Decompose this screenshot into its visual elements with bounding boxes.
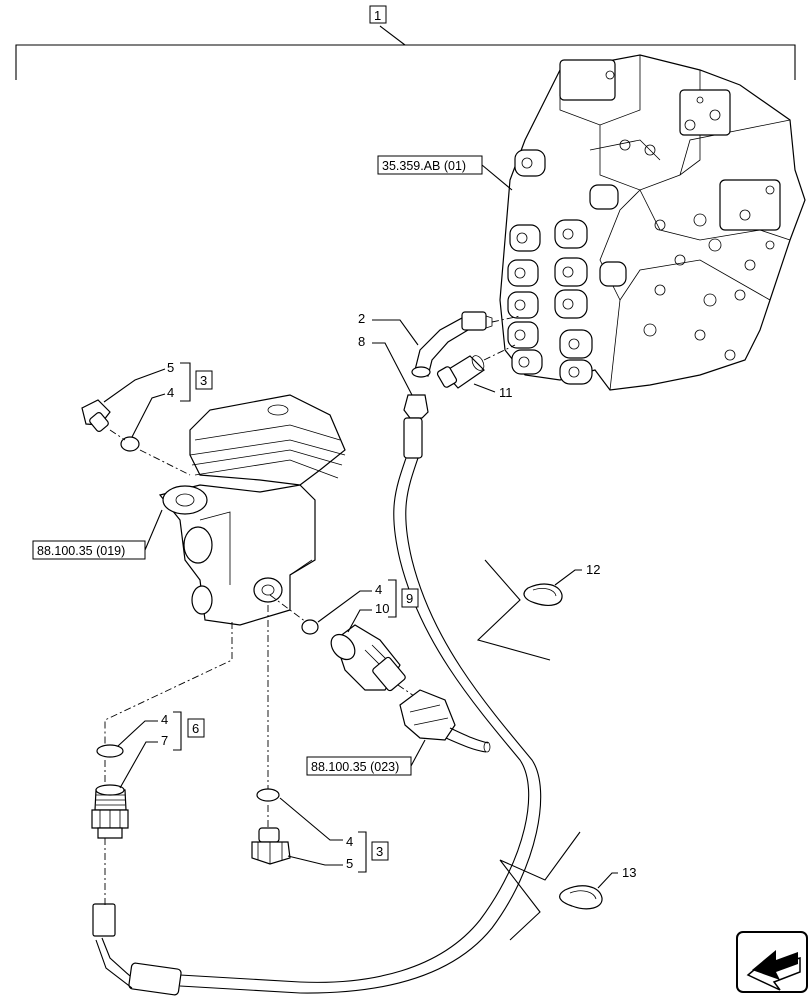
callout-4-top: 4 (167, 385, 174, 400)
callout-4-right-group: 4 (317, 582, 382, 623)
callout-3-bottom: 3 (376, 844, 383, 859)
callout-7: 7 (161, 733, 168, 748)
clip-12: 12 (523, 562, 600, 606)
o-ring-4-top (120, 436, 140, 452)
callout-3-top: 3 (200, 373, 207, 388)
callout-11: 11 (499, 385, 513, 400)
callout-4-bottom-group: 4 (279, 797, 353, 849)
fitting-7 (91, 784, 129, 839)
callout-10-group: 10 (347, 601, 389, 633)
connector (399, 689, 491, 753)
o-ring-4-bottom (256, 788, 280, 802)
callout-10: 10 (375, 601, 389, 616)
plug-11 (436, 355, 485, 389)
callout-4-bottom: 4 (346, 834, 353, 849)
break-symbol-upper (476, 559, 551, 661)
pedal-reference: 88.100.35 (019) (32, 509, 163, 560)
callout-4-top-group: 4 (131, 385, 174, 438)
callout-8: 8 (358, 334, 365, 349)
callout-4-left-group: 4 (117, 712, 168, 747)
o-ring-4-left (96, 744, 124, 758)
callout-2-group: 2 (358, 311, 419, 346)
elbow-fitting (411, 311, 493, 378)
valve-reference: 35.359.AB (01) (377, 155, 513, 191)
o-ring-4-right (301, 619, 319, 635)
bracket-9: 9 (388, 579, 419, 618)
callout-6: 6 (192, 721, 199, 736)
callout-1: 1 (374, 8, 381, 23)
break-symbol-lower (499, 831, 581, 941)
plug-5-bottom (251, 827, 291, 865)
callout-5-top: 5 (167, 360, 174, 375)
control-valve-block (499, 54, 806, 391)
callout-4-left: 4 (161, 712, 168, 727)
callout-4-right: 4 (375, 582, 382, 597)
callout-9: 9 (406, 591, 413, 606)
callout-2: 2 (358, 311, 365, 326)
assembly-bracket: 1 (15, 5, 796, 80)
callout-13: 13 (622, 865, 636, 880)
callout-11-group: 11 (473, 383, 513, 400)
valve-ref-text: 35.359.AB (01) (382, 159, 466, 173)
bracket-3-top: 3 (180, 362, 213, 402)
clip-13: 13 (559, 865, 636, 910)
callout-12: 12 (586, 562, 600, 577)
bracket-3-bottom: 3 (358, 831, 389, 873)
hose-assembly (92, 394, 542, 996)
bracket-6: 6 (173, 711, 205, 751)
callout-7-group: 7 (119, 733, 168, 789)
connector-ref-text: 88.100.35 (023) (311, 760, 399, 774)
pedal-valve-body (158, 394, 346, 626)
callout-5-bottom-group: 5 (287, 855, 353, 871)
next-page-arrow-icon[interactable] (736, 931, 808, 993)
callout-8-group: 8 (358, 334, 413, 396)
connector-reference: 88.100.35 (023) (306, 739, 426, 776)
pedal-ref-text: 88.100.35 (019) (37, 544, 125, 558)
callout-5-top-group: 5 (103, 360, 174, 403)
callout-5-bottom: 5 (346, 856, 353, 871)
pressure-switch-10 (330, 624, 406, 692)
plug-5-top (81, 399, 111, 433)
